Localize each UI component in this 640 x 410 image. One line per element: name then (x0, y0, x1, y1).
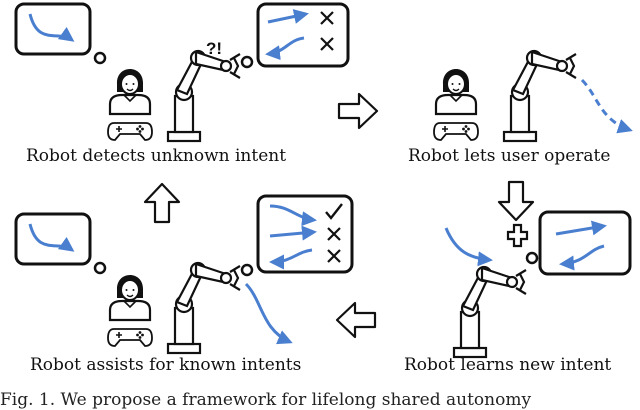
gamepad-icon (107, 328, 153, 347)
plus-icon (506, 223, 529, 248)
robot-arm-icon (166, 261, 242, 355)
trajectory-curve (28, 13, 75, 42)
caption-learns-new-intent: Robot learns new intent (404, 355, 612, 375)
robot-exclamation: ?! (206, 39, 222, 58)
trajectory-curve (559, 244, 605, 271)
thought-bubble-icon (240, 55, 254, 69)
gamepad-icon (433, 122, 479, 141)
panel-learns-new-intent (444, 210, 632, 359)
assisted-trajectory (244, 282, 293, 345)
trajectory-curve (28, 223, 75, 252)
gamepad-icon (107, 122, 153, 141)
caption-detects-unknown-intent: Robot detects unknown intent (26, 146, 287, 166)
user-icon (108, 67, 152, 116)
trajectory-curve (269, 248, 313, 270)
thought-box-single-intent (14, 2, 92, 56)
trajectory-curve (269, 204, 317, 227)
robot-arm-icon (452, 265, 528, 359)
user-icon (434, 67, 478, 116)
new-trajectory (444, 227, 493, 267)
robot-arm-icon (166, 49, 242, 143)
panel-detects-unknown-intent: ?! (14, 2, 350, 143)
trajectory-curve (269, 225, 317, 241)
panel-assists-known-intents (14, 194, 354, 355)
trajectory-curve (555, 220, 607, 236)
check-icon (325, 203, 343, 220)
robot-arm-icon (502, 49, 578, 143)
figure-caption: Fig. 1. We propose a framework for lifel… (0, 390, 532, 410)
thought-bubble-icon (93, 51, 107, 65)
panel-lets-user-operate (433, 49, 633, 143)
trajectory-curve (265, 36, 305, 61)
thought-bubble-icon (525, 251, 539, 265)
thought-box-single-intent (14, 212, 92, 266)
caption-assists-known-intents: Robot assists for known intents (30, 355, 302, 375)
user-icon (108, 273, 152, 322)
arrow-icon (143, 182, 181, 224)
trajectory-curve (267, 9, 309, 24)
arrow-icon (337, 92, 379, 130)
thought-bubble-icon (93, 261, 107, 275)
arrow-icon (497, 180, 535, 222)
arrow-icon (335, 301, 377, 339)
caption-lets-user-operate: Robot lets user operate (408, 146, 611, 166)
thought-bubble-icon (240, 263, 254, 277)
thought-box-intents (538, 210, 632, 276)
user-operated-trajectory (580, 78, 633, 134)
